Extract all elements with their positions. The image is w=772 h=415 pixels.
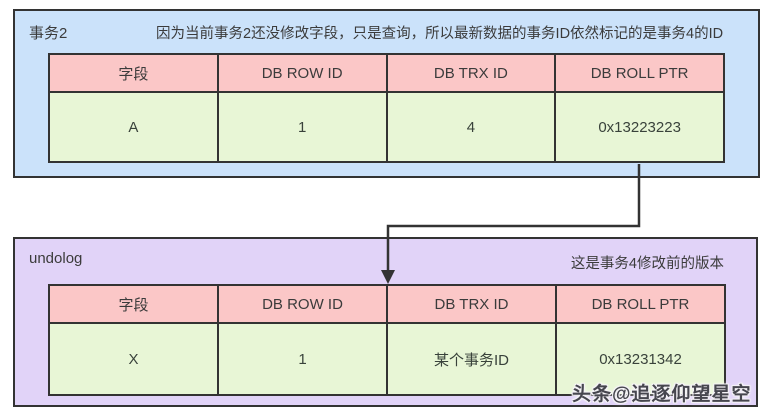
header-cell-trx-id: DB TRX ID — [386, 284, 557, 324]
value-cell-field: A — [48, 91, 219, 163]
header-cell-roll-ptr: DB ROLL PTR — [555, 284, 726, 324]
undolog-panel-label: undolog — [29, 250, 83, 267]
value-cell-row-id: 1 — [217, 322, 388, 396]
header-cell-row-id: DB ROW ID — [217, 284, 388, 324]
header-cell-roll-ptr: DB ROLL PTR — [554, 53, 725, 93]
transaction-panel-note: 因为当前事务2还没修改字段，只是查询，所以最新数据的事务ID依然标记的是事务4的… — [156, 26, 724, 42]
header-cell-field: 字段 — [48, 284, 219, 324]
transaction-panel-label: 事务2 — [29, 25, 68, 42]
watermark-text: 头条@追逐仰望星空 — [572, 384, 752, 405]
undolog-panel-note: 这是事务4修改前的版本 — [570, 256, 724, 272]
table-value-row: X 1 某个事务ID 0x13231342 — [48, 322, 726, 396]
header-cell-trx-id: DB TRX ID — [385, 53, 557, 93]
table-header-row: 字段 DB ROW ID DB TRX ID DB ROLL PTR — [48, 53, 725, 93]
table-value-row: A 1 4 0x13223223 — [48, 91, 725, 163]
header-cell-field: 字段 — [48, 53, 219, 93]
value-cell-trx-id: 4 — [385, 91, 557, 163]
value-cell-trx-id: 某个事务ID — [386, 322, 557, 396]
header-cell-row-id: DB ROW ID — [216, 53, 388, 93]
undolog-record-table: 字段 DB ROW ID DB TRX ID DB ROLL PTR X 1 某… — [48, 284, 726, 396]
transaction-panel: 事务2 因为当前事务2还没修改字段，只是查询，所以最新数据的事务ID依然标记的是… — [13, 9, 760, 178]
value-cell-field: X — [48, 322, 219, 396]
value-cell-roll-ptr: 0x13231342 — [555, 322, 726, 396]
table-header-row: 字段 DB ROW ID DB TRX ID DB ROLL PTR — [48, 284, 726, 324]
value-cell-roll-ptr: 0x13223223 — [554, 91, 725, 163]
transaction-record-table: 字段 DB ROW ID DB TRX ID DB ROLL PTR A 1 4… — [48, 53, 725, 163]
value-cell-row-id: 1 — [216, 91, 388, 163]
